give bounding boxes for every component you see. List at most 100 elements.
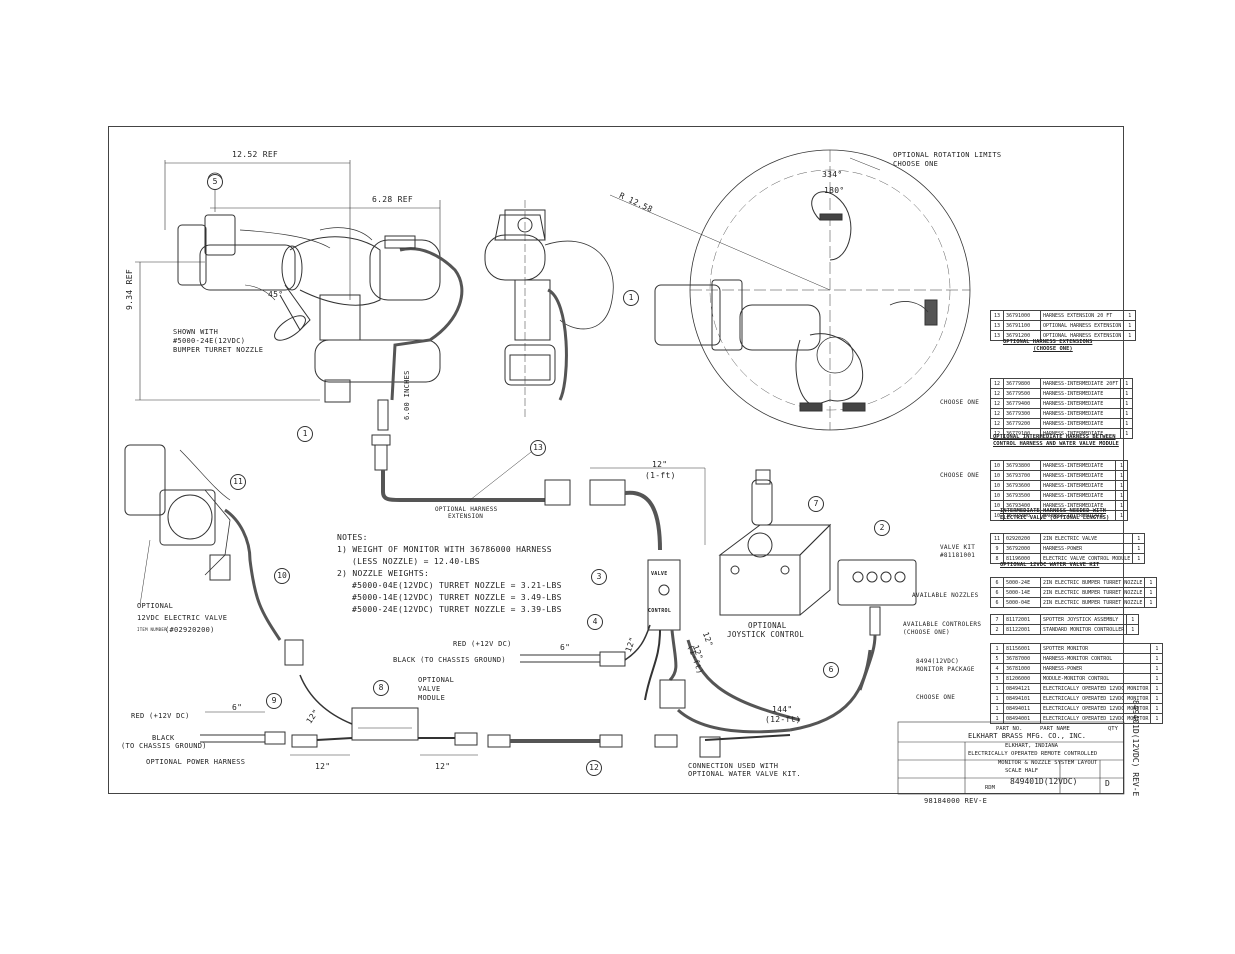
qty: 1: [1120, 408, 1134, 419]
part-name: ELECTRICALLY OPERATED 12VDC MONITOR: [1039, 693, 1152, 704]
part-name: STANDARD MONITOR CONTROLLER: [1039, 624, 1128, 635]
part-name: HARNESS-INTERMEDIATE 20FT: [1039, 378, 1122, 389]
item-no: 3: [990, 673, 1004, 684]
red-wire-label-2: RED (+12V DC): [131, 712, 190, 720]
red-wire-label: RED (+12V DC): [453, 640, 512, 648]
qty: 1: [1144, 577, 1158, 588]
qty: 1: [1115, 480, 1128, 491]
part-name: HARNESS-POWER: [1039, 543, 1134, 554]
part-no: 81206000: [1003, 673, 1041, 684]
header-qty: QTY: [1108, 726, 1118, 732]
dim-1ft-a: (1-ft): [645, 471, 676, 480]
nozzles-label: AVAILABLE NOZZLES: [912, 592, 979, 599]
part-no: 5000-04E: [1003, 597, 1041, 608]
part-name: ELECTRICALLY OPERATED 12VDC MONITOR: [1039, 703, 1152, 714]
item-no: 6: [990, 577, 1004, 588]
qty: 1: [1123, 320, 1137, 331]
part-no: 08494001: [1003, 713, 1041, 724]
drawn-by: RDM: [985, 785, 995, 791]
part-no: 36781000: [1003, 663, 1041, 674]
item-no: 13: [990, 320, 1004, 331]
drawing-number: 98184000 REV-E: [924, 797, 988, 805]
item-no: 5: [990, 653, 1004, 664]
qty: 1: [1126, 614, 1140, 625]
joystick-label: OPTIONAL: [748, 621, 787, 630]
qty: 1: [1120, 398, 1134, 409]
valve-kit-caption: OPTIONAL 12VDC WATER VALVE KIT: [1000, 562, 1100, 568]
controllers-label: AVAILABLE CONTROLERS: [903, 621, 982, 628]
intermediate-choose-label: CHOOSE ONE: [940, 399, 980, 406]
optional-valve-label: OPTIONAL: [137, 602, 174, 610]
qty: 1: [1150, 643, 1164, 654]
balloon-9: 9: [266, 693, 282, 709]
balloon-3: 3: [591, 569, 607, 585]
qty: 1: [1126, 624, 1140, 635]
item-no: 12: [990, 408, 1004, 419]
item-no: 10: [990, 460, 1004, 471]
balloon-10: 10: [274, 568, 290, 584]
rotation-180-label: 180°: [824, 186, 845, 195]
part-no: 08494011: [1003, 703, 1041, 714]
dim-144in: 144": [772, 705, 793, 714]
intermediate-required-choose-label: CHOOSE ONE: [940, 472, 980, 479]
item-no: 10: [990, 480, 1004, 491]
company-name: ELKHART BRASS MFG. CO., INC.: [968, 732, 1087, 740]
item-no: 6: [990, 587, 1004, 598]
rotation-334-label: 334°: [822, 170, 843, 179]
controller-drawing: [837, 559, 917, 691]
note-1b: (LESS NOZZLE) = 12.40-LBS: [352, 557, 480, 566]
part-no: 81172001: [1003, 614, 1041, 625]
valve-12vdc-label: 12VDC ELECTRIC VALVE: [137, 614, 228, 622]
dim-offset: 6.28 REF: [372, 195, 413, 204]
item-no: 9: [990, 543, 1004, 554]
part-no: 36792000: [1003, 543, 1041, 554]
notes-title: NOTES:: [337, 533, 368, 542]
scale-label: SCALE HALF: [1005, 768, 1039, 774]
part-no: 36793700: [1003, 470, 1041, 481]
part-no: 36791000: [1003, 310, 1041, 321]
chassis-ground-label: (TO CHASSIS GROUND): [121, 742, 207, 750]
qty: 1: [1115, 460, 1128, 471]
monitor-side-view: [135, 160, 464, 431]
harness-extension-label: OPTIONAL HARNESS: [435, 506, 498, 513]
note-2b: #5000-14E(12VDC) TURRET NOZZLE = 3.49-LB…: [352, 593, 562, 602]
dim-12in-d: 12": [435, 762, 451, 771]
qty: 1: [1150, 663, 1164, 674]
item-no: 2: [990, 624, 1004, 635]
intermediate-required-caption-2: ELECTRIC VALVE (OPTIONAL LENGTHS): [1000, 515, 1110, 521]
rotation-limits-label: OPTIONAL ROTATION LIMITS: [893, 151, 1002, 159]
qty: 1: [1132, 533, 1146, 544]
black-wire-label: BLACK (TO CHASSIS GROUND): [393, 656, 506, 664]
control-module-drawing: [590, 467, 872, 758]
joystick-label-2: JOYSTICK CONTROL: [727, 630, 805, 639]
balloon-1a: 1: [297, 426, 313, 442]
item-no: 7: [990, 614, 1004, 625]
item-no: 1: [990, 693, 1004, 704]
revision: D: [1105, 779, 1110, 788]
qty: 1: [1120, 418, 1134, 429]
power-harness-label: OPTIONAL POWER HARNESS: [146, 758, 246, 766]
note-1: 1) WEIGHT OF MONITOR WITH 36786000 HARNE…: [337, 545, 552, 554]
part-name: HARNESS EXTENSION 20 FT: [1039, 310, 1125, 321]
title-line-1: ELECTRICALLY OPERATED REMOTE CONTROLLED: [968, 751, 1098, 757]
qty: 1: [1115, 510, 1128, 521]
intermediate-optional-caption-2: CONTROL HARNESS AND WATER VALVE MODULE: [993, 441, 1119, 447]
item-no: 11: [990, 533, 1004, 544]
dim-12in-a: 12": [652, 460, 668, 469]
note-2c: #5000-24E(12VDC) TURRET NOZZLE = 3.39-LB…: [352, 605, 562, 614]
part-name: 2IN ELECTRIC BUMPER TURRET NOZZLE: [1039, 597, 1146, 608]
qty: 1: [1115, 490, 1128, 501]
balloon-5: 6: [823, 662, 839, 678]
valve-kit-number: #81181001: [940, 552, 976, 559]
joystick-drawing: [718, 469, 832, 616]
part-name: HARNESS-INTERMEDIATE: [1040, 480, 1116, 491]
title-line-2: MONITOR & NOZZLE SYSTEM LAYOUT: [998, 760, 1098, 766]
